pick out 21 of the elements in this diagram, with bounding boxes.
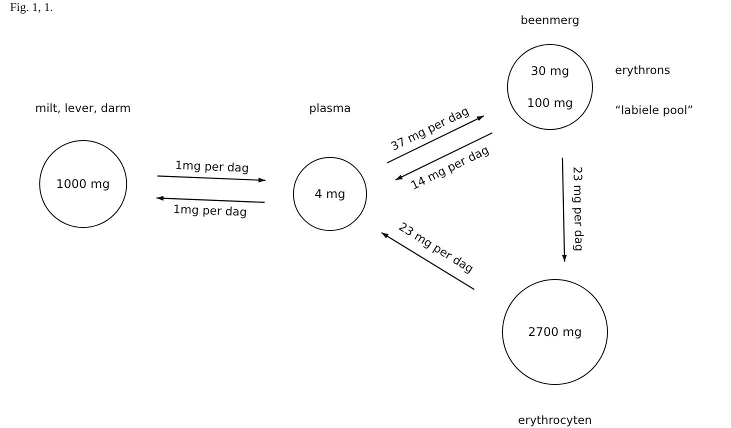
node-heading: beenmerg	[520, 13, 580, 27]
arrow	[386, 115, 484, 164]
figure-title: Fig. 1, 1.	[10, 0, 54, 14]
edge-label: 1mg per dag	[172, 203, 248, 220]
node-heading: plasma	[309, 101, 351, 115]
node-heading: milt, lever, darm	[35, 101, 131, 115]
amount-text: 30 mg	[530, 64, 570, 78]
amount-text: 100 mg	[526, 96, 574, 110]
amount-text: 1000 mg	[56, 177, 110, 191]
edge-label: 23 mg per dag	[570, 166, 585, 254]
arrow	[395, 132, 493, 180]
edge-label: 1mg per dag	[174, 159, 250, 176]
side-note: erythrons	[615, 63, 670, 77]
arrow	[156, 196, 265, 203]
side-note: “labiele pool”	[615, 103, 694, 117]
arrow	[157, 175, 266, 183]
node-heading: erythrocyten	[518, 413, 592, 427]
arrow	[381, 232, 475, 290]
amount-text: 4 mg	[314, 187, 346, 201]
arrow	[562, 158, 567, 262]
amount-text: 2700 mg	[528, 325, 582, 339]
